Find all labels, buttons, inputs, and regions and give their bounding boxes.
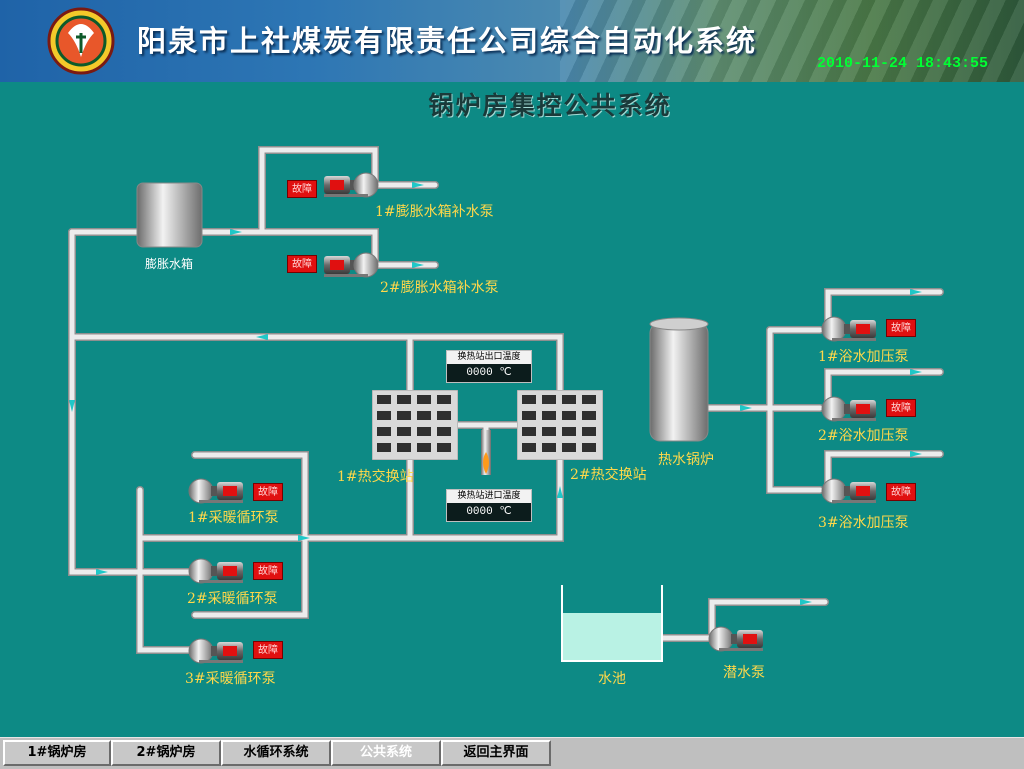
nav-return-main[interactable]: 返回主界面	[441, 740, 551, 766]
circ-pump-2-label: 2#采暖循环泵	[187, 591, 278, 607]
page-title: 锅炉房集控公共系统	[428, 91, 672, 120]
bath-pump-1-label: 1#浴水加压泵	[818, 349, 909, 365]
bath-pump-1-fault[interactable]: 故障	[886, 319, 916, 337]
submersible-pump-icon	[708, 626, 764, 652]
makeup-pump-1-fault[interactable]: 故障	[287, 180, 317, 198]
flow-arrow	[69, 400, 75, 412]
nav-public-system[interactable]: 公共系统	[331, 740, 441, 766]
flow-arrows	[69, 182, 922, 605]
outlet-temperature-display: 换热站出口温度 0000 ℃	[446, 350, 532, 383]
heat-exchanger-1	[372, 390, 458, 460]
flow-arrow	[800, 599, 812, 605]
nav-water-circulation[interactable]: 水循环系统	[221, 740, 331, 766]
process-diagram	[68, 146, 944, 664]
burner-flame-icon	[481, 430, 491, 475]
nav-boiler-room-2[interactable]: 2#锅炉房	[111, 740, 221, 766]
flow-arrow	[298, 535, 310, 541]
hot-water-boiler	[649, 317, 709, 442]
company-title: 阳泉市上社煤炭有限责任公司综合自动化系统	[137, 24, 758, 58]
circ-pump-3-fault[interactable]: 故障	[253, 641, 283, 659]
flow-arrow	[412, 182, 424, 188]
nav-boiler-room-1[interactable]: 1#锅炉房	[3, 740, 111, 766]
bath-pump-3-label: 3#浴水加压泵	[818, 515, 909, 531]
flow-arrow	[230, 229, 242, 235]
circ-pump-3-label: 3#采暖循环泵	[185, 671, 276, 687]
hot-water-boiler-label: 热水锅炉	[658, 452, 714, 468]
circ-pump-1-label: 1#采暖循环泵	[188, 510, 279, 526]
heat-exchanger-2-label: 2#热交换站	[570, 467, 647, 483]
makeup-pump-2-label: 2#膨胀水箱补水泵	[380, 280, 499, 296]
makeup-pump-1-icon	[323, 172, 379, 198]
bath-pump-1-icon	[821, 316, 877, 342]
flow-arrow	[910, 289, 922, 295]
heat-exchanger-2	[517, 390, 603, 460]
inlet-temperature-display: 换热站进口温度 0000 ℃	[446, 489, 532, 522]
circ-pump-1-icon	[188, 478, 244, 504]
flow-arrow	[256, 334, 268, 340]
bath-pump-2-icon	[821, 396, 877, 422]
makeup-pump-1-label: 1#膨胀水箱补水泵	[375, 204, 494, 220]
flow-arrow	[740, 405, 752, 411]
bath-pump-2-fault[interactable]: 故障	[886, 399, 916, 417]
expansion-tank	[136, 182, 203, 248]
pool-label: 水池	[598, 671, 626, 687]
circ-pump-3-icon	[188, 638, 244, 664]
makeup-pump-2-icon	[323, 252, 379, 278]
company-logo	[47, 7, 115, 75]
bath-pump-3-icon	[821, 478, 877, 504]
bath-pump-2-label: 2#浴水加压泵	[818, 428, 909, 444]
circ-pump-2-icon	[188, 558, 244, 584]
flow-arrow	[412, 262, 424, 268]
flow-arrow	[910, 369, 922, 375]
pool	[561, 585, 663, 662]
flow-arrow	[96, 569, 108, 575]
header-banner: 阳泉市上社煤炭有限责任公司综合自动化系统 2010-11-24 18:43:55	[0, 0, 1024, 82]
banner-photo	[560, 0, 1024, 82]
flow-arrow	[557, 486, 563, 498]
bottom-nav-bar: 1#锅炉房 2#锅炉房 水循环系统 公共系统 返回主界面	[0, 737, 1024, 769]
inlet-temperature-title: 换热站进口温度	[447, 490, 531, 503]
circ-pump-2-fault[interactable]: 故障	[253, 562, 283, 580]
expansion-tank-label: 膨胀水箱	[145, 257, 194, 271]
outlet-temperature-title: 换热站出口温度	[447, 351, 531, 364]
makeup-pump-2-fault[interactable]: 故障	[287, 255, 317, 273]
heat-exchanger-1-label: 1#热交换站	[337, 469, 414, 485]
bath-pump-3-fault[interactable]: 故障	[886, 483, 916, 501]
circ-pump-1-fault[interactable]: 故障	[253, 483, 283, 501]
datetime-display: 2010-11-24 18:43:55	[817, 55, 989, 72]
submersible-pump-label: 潜水泵	[723, 665, 765, 681]
flow-arrow	[910, 451, 922, 457]
outlet-temperature-value: 0000 ℃	[466, 367, 512, 379]
inlet-temperature-value: 0000 ℃	[466, 506, 512, 518]
